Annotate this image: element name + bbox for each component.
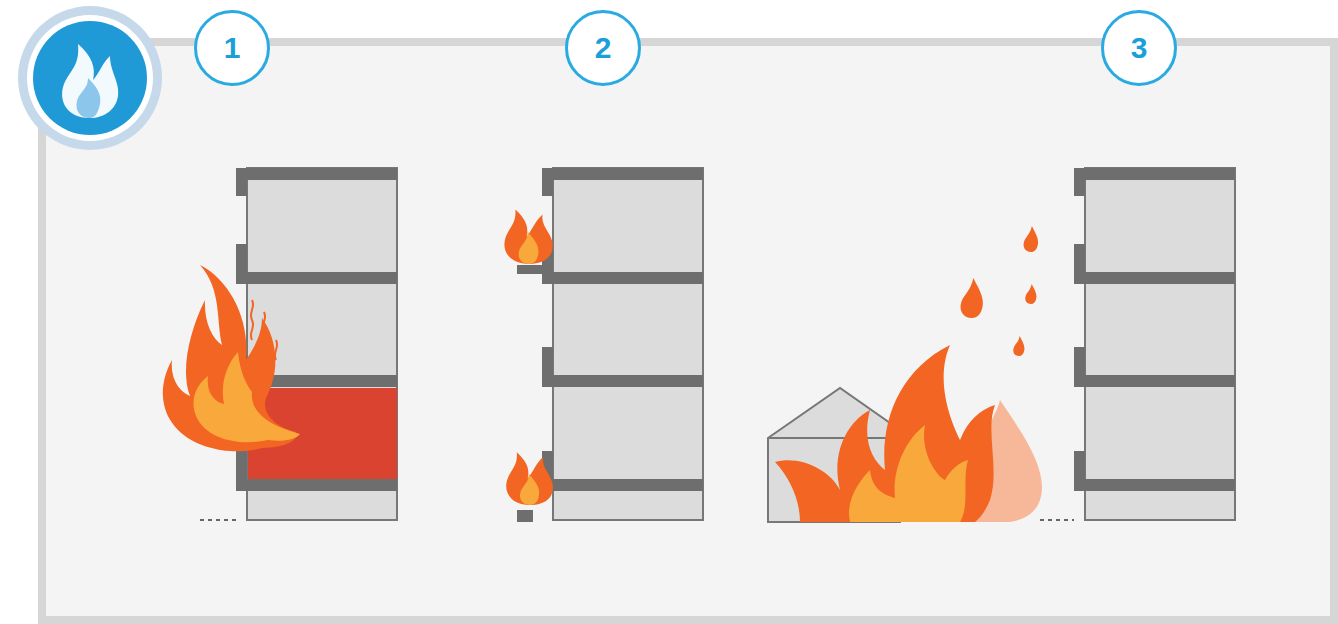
balcony <box>517 510 533 522</box>
ember <box>1025 284 1036 304</box>
callout-number: 3 <box>1101 10 1177 86</box>
house-fire-core <box>849 425 968 522</box>
ember <box>961 278 983 318</box>
callout-number: 1 <box>194 10 270 86</box>
ember <box>1013 336 1024 356</box>
balcony-flame <box>504 209 552 264</box>
balcony <box>517 265 553 274</box>
facade-flame-core <box>193 352 300 442</box>
scene-2-balcony-fire <box>504 168 703 522</box>
heat-waves <box>251 300 277 360</box>
callout-number-text: 1 <box>224 33 241 63</box>
ember <box>1024 226 1039 252</box>
callout-number-text: 2 <box>595 33 612 63</box>
callout-number: 2 <box>565 10 641 86</box>
balcony-flame <box>506 452 553 505</box>
ground-line <box>200 519 236 521</box>
house-eave <box>768 437 900 439</box>
house-fire <box>775 345 995 522</box>
scene-3-neighbour-fire <box>768 168 1235 522</box>
panel-frame <box>42 42 1334 620</box>
building <box>1074 168 1235 520</box>
fire-icon <box>18 6 162 150</box>
building <box>542 168 703 520</box>
ground-line <box>1040 519 1074 521</box>
callout-number-text: 3 <box>1131 33 1148 63</box>
scene-1-facade-fire <box>163 168 397 520</box>
